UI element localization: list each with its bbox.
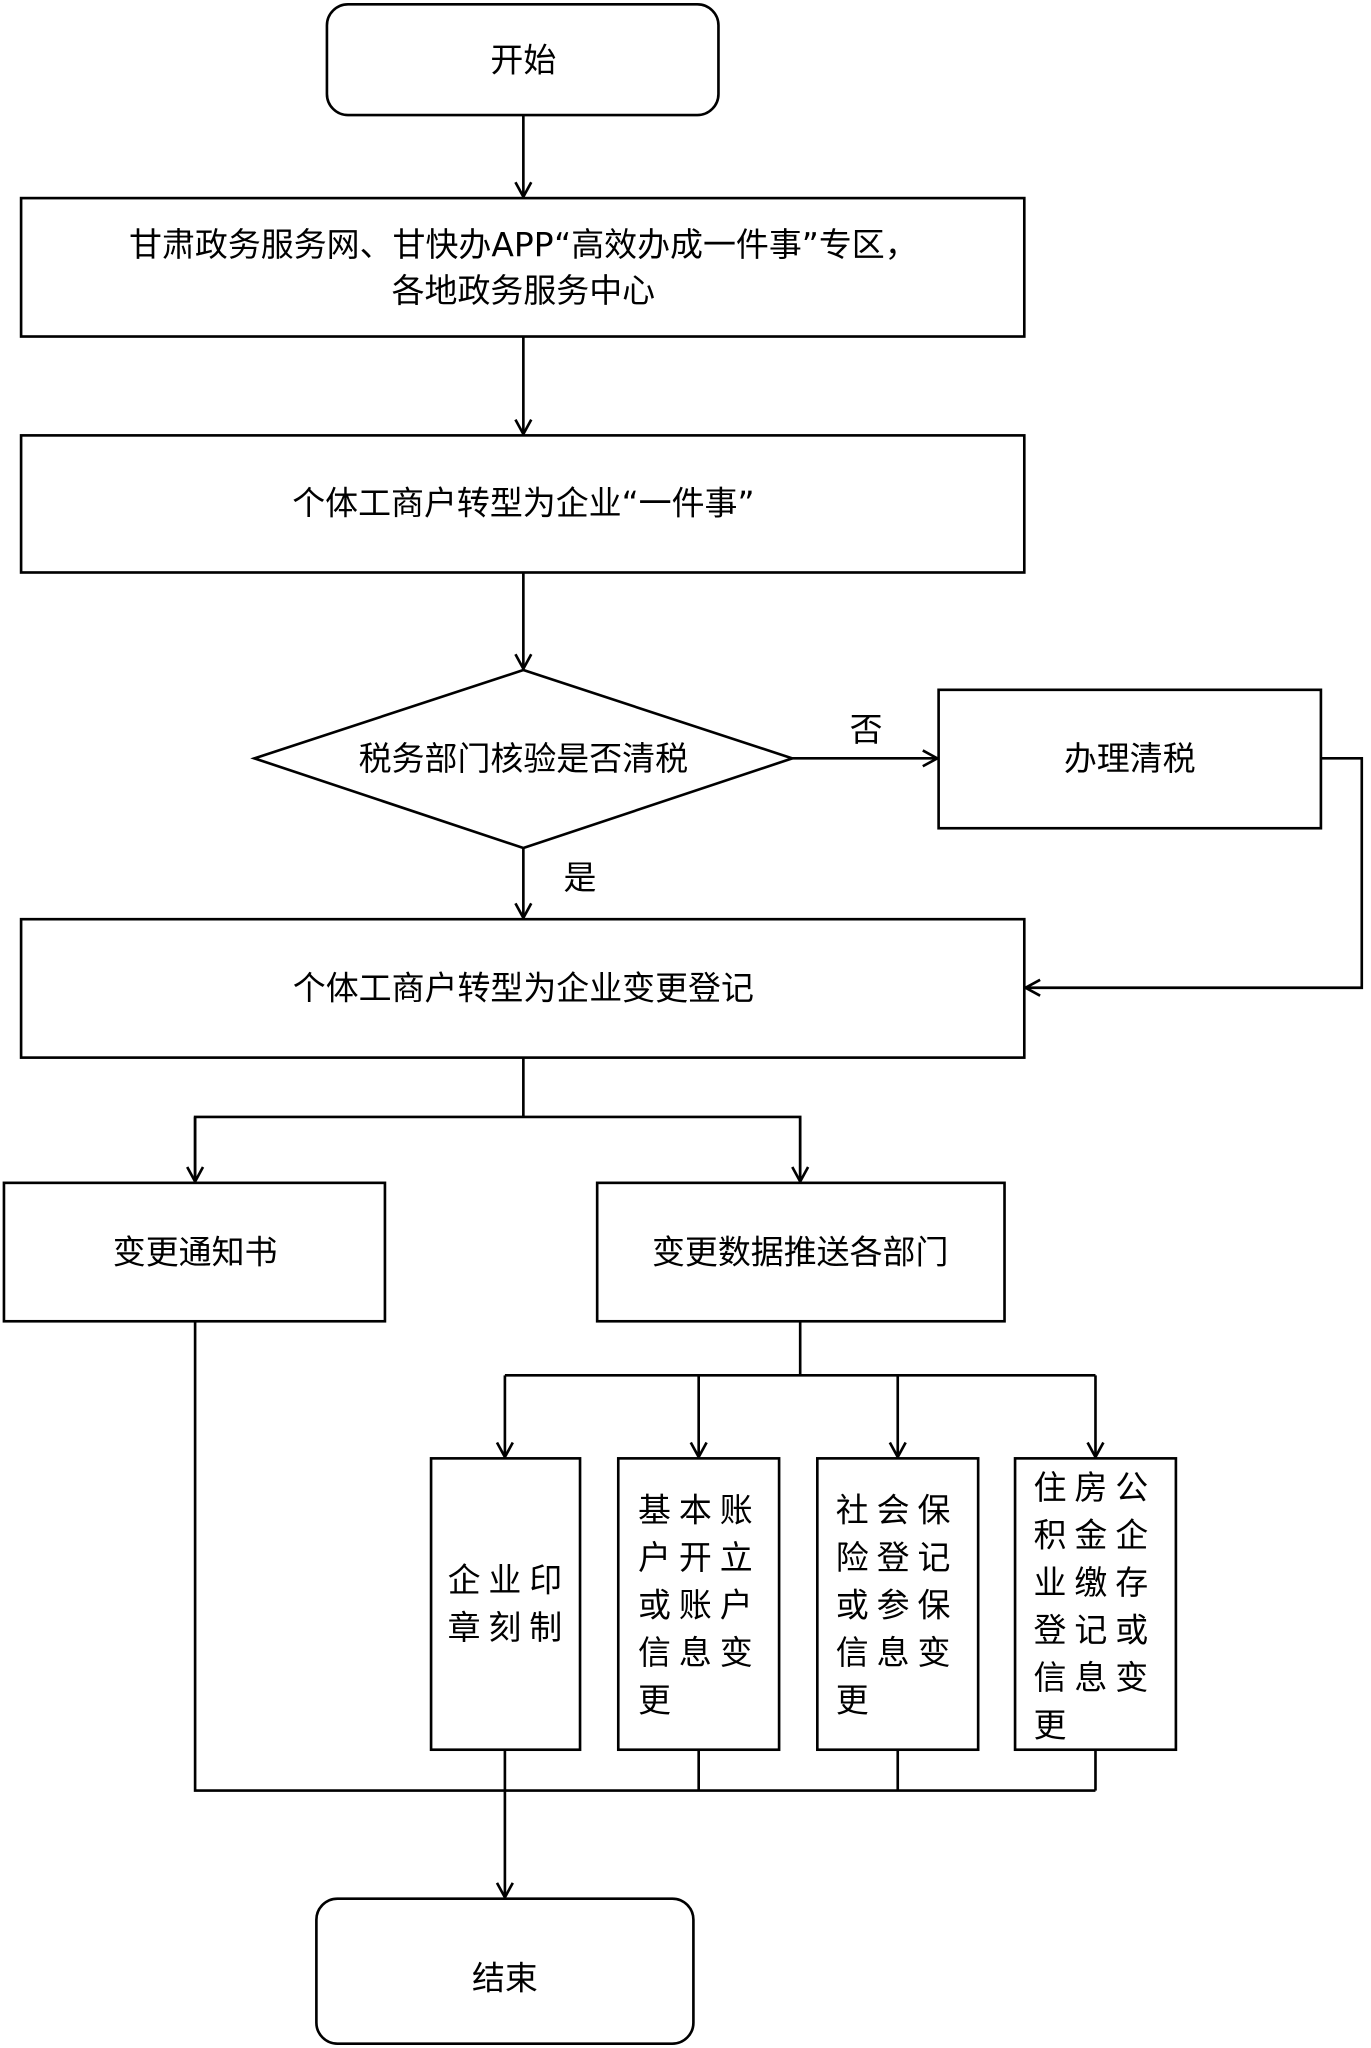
matter-label: 个体工商户转型为企业“一件事” [292,483,754,522]
push-data-box: 变更数据推送各部门 [595,1181,1006,1323]
bank-line-1: 基本账 [638,1491,761,1530]
housing-line-2: 积金企 [1034,1516,1157,1555]
social-line-2: 险登记 [836,1538,959,1577]
seal-line-1: 企业印 [448,1561,571,1600]
seal-box: 企业印 章刻制 [429,1457,582,1752]
portal-line-2: 各地政务服务中心 [392,271,656,310]
change-registration-box: 个体工商户转型为企业变更登记 [19,917,1026,1059]
notice-box: 变更通知书 [2,1181,387,1323]
bank-line-4: 信息变 [638,1633,761,1672]
bank-line-3: 或账户 [638,1586,761,1625]
matter-box: 个体工商户转型为企业“一件事” [19,434,1026,574]
change-registration-label: 个体工商户转型为企业变更登记 [293,969,754,1008]
housing-box: 住房公 积金企 业缴存 登记或 信息变 更 [1013,1457,1178,1752]
social-line-4: 信息变 [836,1633,959,1672]
yes-label: 是 [564,858,597,897]
clear-tax-box: 办理清税 [937,688,1323,830]
bank-line-5: 更 [638,1680,679,1719]
housing-line-4: 登记或 [1034,1611,1157,1650]
seal-line-2: 章刻制 [448,1608,571,1647]
no-label: 否 [850,710,883,749]
social-line-5: 更 [836,1680,877,1719]
housing-line-3: 业缴存 [1034,1563,1157,1602]
push-data-label: 变更数据推送各部门 [652,1232,948,1271]
social-line-1: 社会保 [836,1491,959,1530]
social-line-3: 或参保 [836,1586,959,1625]
end-node: 结束 [315,1897,695,2045]
housing-line-5: 信息变 [1034,1658,1157,1697]
decision-label: 税务部门核验是否清税 [359,739,688,778]
tax-decision: 税务部门核验是否清税 [250,668,797,850]
portal-line-1: 甘肃政务服务网、甘快办APP“高效办成一件事”专区， [129,225,918,264]
social-box: 社会保 险登记 或参保 信息变 更 [816,1457,980,1752]
end-label: 结束 [472,1959,538,1998]
bank-line-2: 户开立 [638,1538,761,1577]
notice-label: 变更通知书 [113,1232,278,1271]
housing-line-6: 更 [1034,1706,1075,1745]
bank-box: 基本账 户开立 或账户 信息变 更 [616,1457,781,1752]
connectors [195,115,1364,1897]
clear-tax-label: 办理清税 [1064,739,1196,778]
start-node: 开始 [325,3,720,117]
portal-box: 甘肃政务服务网、甘快办APP“高效办成一件事”专区， 各地政务服务中心 [19,196,1026,338]
start-label: 开始 [490,41,556,80]
housing-line-1: 住房公 [1034,1468,1157,1507]
